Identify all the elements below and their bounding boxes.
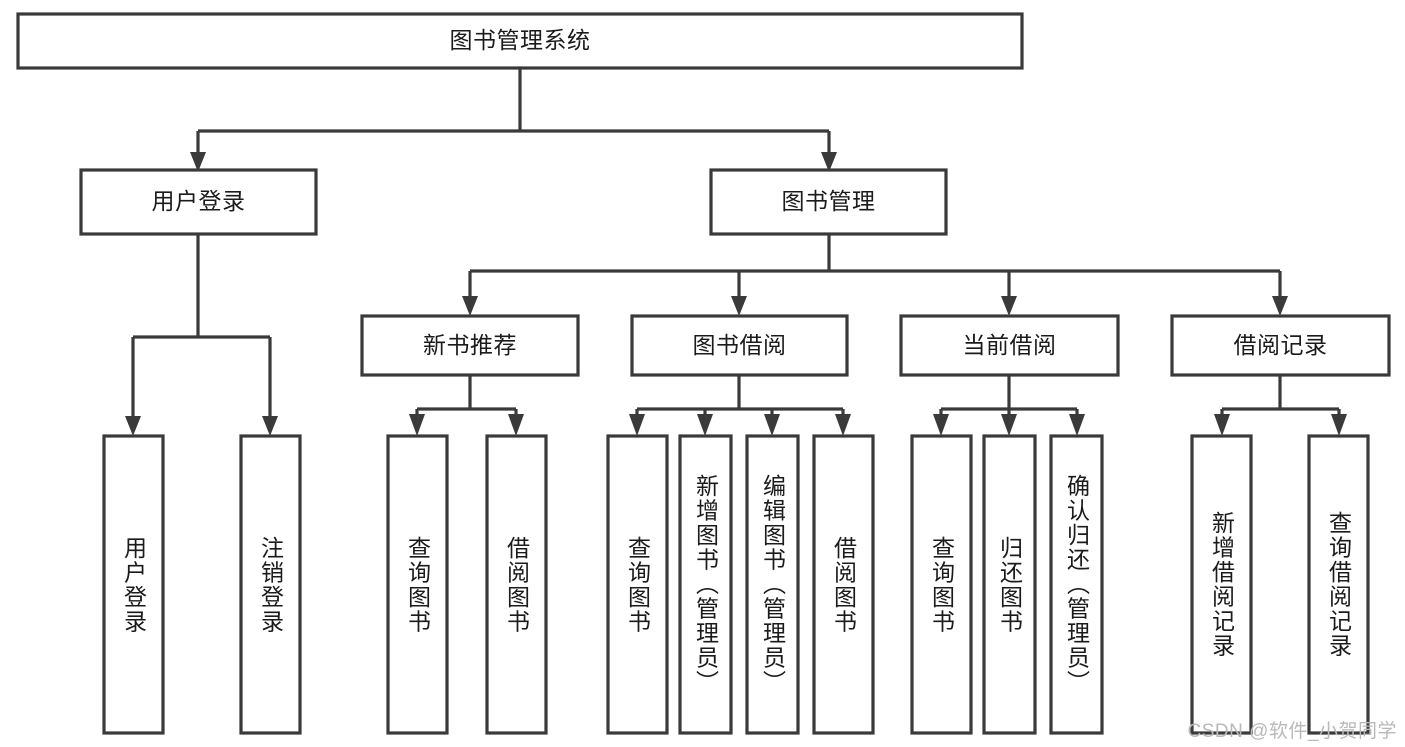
node-box-leaf-user-login[interactable] [102,434,165,735]
arrow-head-leaf-borrow-book-1 [508,414,524,436]
arrow-head-current-borrow [1001,296,1017,316]
csdn-watermark: CSDN @软件_小贺同学 [1187,721,1397,742]
arrow-head-user-login [190,152,206,172]
arrow-head-book-manage [821,152,837,172]
node-box-leaf-confirm-return-admin[interactable] [1049,434,1104,735]
arrow-head-leaf-confirm-return-admin [1069,414,1085,436]
node-box-book-borrow[interactable] [630,314,849,377]
node-box-leaf-borrow-book-2[interactable] [812,434,875,735]
arrow-head-leaf-edit-book-admin [764,414,780,436]
node-box-leaf-add-book-admin[interactable] [678,434,733,735]
node-box-leaf-borrow-book-1[interactable] [485,434,548,735]
arrow-head-leaf-query-book-3 [933,414,949,436]
arrow-head-leaf-user-login [125,416,141,436]
arrow-head-leaf-query-book-1 [409,414,425,436]
arrow-head-leaf-add-book-admin [697,414,713,436]
connector-current-borrow-branch [933,375,1085,436]
arrow-head-leaf-query-borrow-record [1331,414,1347,436]
connector-new-book-rec-branch [409,375,524,436]
node-box-leaf-edit-book-admin[interactable] [745,434,800,735]
connector-user-login-branch [125,234,278,436]
connector-borrow-record-branch [1214,375,1347,436]
node-box-leaf-return-book[interactable] [982,434,1037,735]
node-box-current-borrow[interactable] [899,314,1120,377]
arrow-head-borrow-record [1272,296,1288,316]
arrow-head-leaf-add-borrow-record [1214,414,1230,436]
node-box-book-manage[interactable] [709,168,948,236]
node-box-borrow-record[interactable] [1170,314,1391,377]
node-box-leaf-query-book-2[interactable] [606,434,669,735]
arrow-head-new-book-rec [462,296,478,316]
arrow-head-leaf-logout-login [262,416,278,436]
connector-book-manage-branch [462,234,1288,316]
arrow-head-leaf-borrow-book-2 [835,414,851,436]
node-box-title[interactable] [16,12,1024,70]
connector-root-bus [190,129,837,172]
node-box-new-book-rec[interactable] [360,314,580,377]
node-box-leaf-query-borrow-record[interactable] [1307,434,1370,735]
arrow-head-book-borrow [731,296,747,316]
node-box-leaf-logout-login[interactable] [239,434,302,735]
arrow-head-leaf-return-book [1001,414,1017,436]
node-box-leaf-add-borrow-record[interactable] [1190,434,1253,735]
node-box-leaf-query-book-1[interactable] [386,434,449,735]
arrow-head-leaf-query-book-2 [629,414,645,436]
connector-book-borrow-branch [629,375,851,436]
node-box-leaf-query-book-3[interactable] [910,434,973,735]
node-box-user-login[interactable] [79,168,318,236]
